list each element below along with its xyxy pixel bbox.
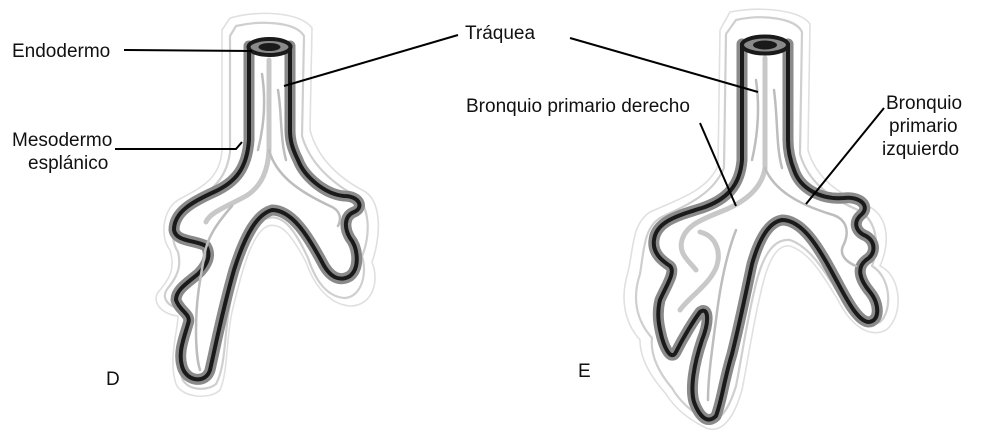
label-bronquio-izquierdo-line2: primario <box>889 116 958 137</box>
panel-d-bud <box>156 13 378 396</box>
label-endodermo: Endodermo <box>12 41 110 62</box>
label-panel-e: E <box>578 361 591 382</box>
panel-d-trachea-lumen-opening <box>259 43 281 51</box>
panel-d-lumen-extra <box>258 74 286 160</box>
label-bronquio-izquierdo-line3: izquierdo <box>882 139 959 160</box>
label-mesodermo-line1: Mesodermo <box>12 130 112 151</box>
panel-e-lumen-left-loop <box>680 232 718 310</box>
panel-e-trachea-lumen-opening <box>753 41 777 50</box>
bronquio-izquierdo-leader-line <box>806 108 884 204</box>
mesodermo-leader-line <box>115 142 242 149</box>
label-panel-d: D <box>106 369 120 390</box>
endodermo-leader-line <box>124 50 252 51</box>
panel-e-bud <box>624 9 898 429</box>
label-bronquio-derecho: Bronquio primario derecho <box>466 96 690 117</box>
label-traquea: Tráquea <box>465 23 535 44</box>
label-bronquio-izquierdo-line1: Bronquio <box>886 93 962 114</box>
traquea-leader-line-e <box>570 38 758 92</box>
traquea-leader-line-d <box>284 35 458 86</box>
label-mesodermo-line2: esplánico <box>28 153 108 174</box>
